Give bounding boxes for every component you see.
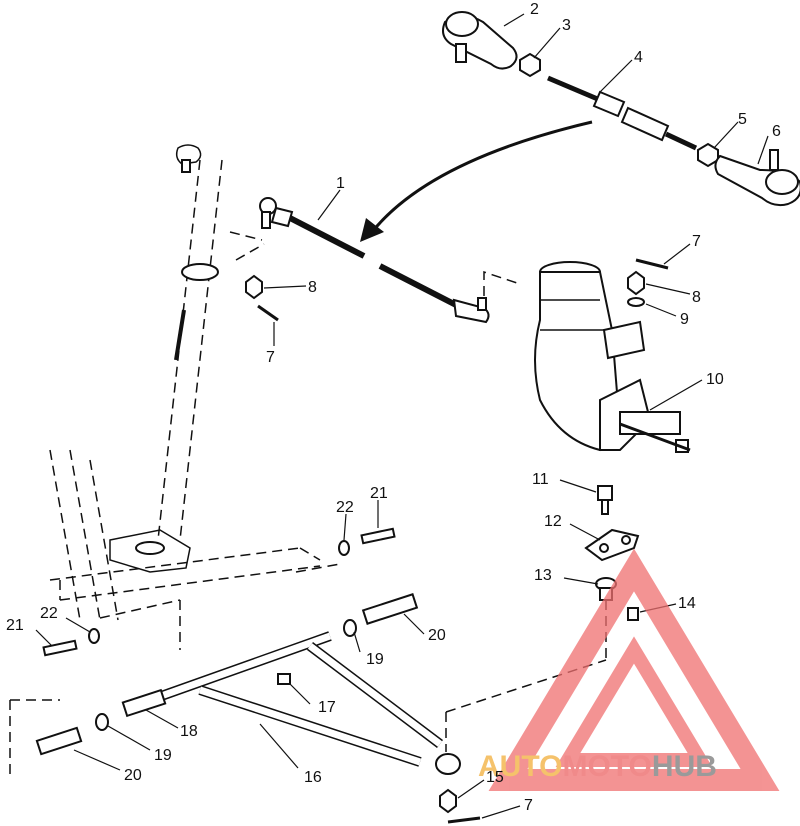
callout-13: 13 xyxy=(534,567,552,584)
washer-upper xyxy=(627,297,645,307)
steering-spindle xyxy=(534,261,691,453)
callout-5: 5 xyxy=(738,111,747,128)
callout-2: 2 xyxy=(530,1,539,18)
callout-7-left: 7 xyxy=(266,349,275,366)
callout-6: 6 xyxy=(772,123,781,140)
tie-rod-upper xyxy=(547,75,698,151)
callout-12: 12 xyxy=(544,513,562,530)
watermark-logo-icon xyxy=(488,548,780,791)
callout-21-right: 21 xyxy=(370,485,388,502)
callout-7-upper: 7 xyxy=(692,233,701,250)
bolt-11 xyxy=(597,485,613,515)
cotter-pin-upper xyxy=(635,258,669,270)
callout-20-upper: 20 xyxy=(428,627,446,644)
castle-nut-left xyxy=(245,274,263,300)
callout-11: 11 xyxy=(532,471,549,488)
callout-4: 4 xyxy=(634,49,643,66)
callout-19-lower: 19 xyxy=(154,747,172,764)
bushing-18 xyxy=(121,688,167,718)
tie-rod-end-left xyxy=(442,11,518,70)
callout-1: 1 xyxy=(336,175,345,192)
cotter-pin-left xyxy=(257,304,279,322)
grease-fitting xyxy=(277,673,291,685)
callout-19-upper: 19 xyxy=(366,651,384,668)
tie-rod-end-right xyxy=(714,149,800,207)
washers-22 xyxy=(88,540,350,644)
bracket-plate xyxy=(584,528,640,562)
a-arm xyxy=(148,631,461,775)
tie-rod-assembled xyxy=(259,197,521,324)
bolt-14 xyxy=(627,607,639,621)
callout-8-left: 8 xyxy=(308,279,317,296)
callout-8-upper: 8 xyxy=(692,289,701,306)
callout-17: 17 xyxy=(318,699,336,716)
callout-21-left: 21 xyxy=(6,617,24,634)
callout-10: 10 xyxy=(706,371,724,388)
callout-18: 18 xyxy=(180,723,198,740)
assembly-arrow xyxy=(360,120,593,242)
frame-left xyxy=(9,449,341,780)
leader-lines xyxy=(35,13,769,819)
jam-nut-upper-left xyxy=(519,52,541,78)
bolts-21 xyxy=(42,527,396,657)
callout-15: 15 xyxy=(486,769,504,786)
castle-nut-upper xyxy=(627,270,645,296)
watermark-text: AUTOMOTOHUB xyxy=(478,750,717,783)
callout-labels: 2 3 4 5 6 1 7 8 9 10 11 12 13 14 15 7 8 … xyxy=(6,1,781,814)
washers-19 xyxy=(95,619,357,731)
callout-20-lower: 20 xyxy=(124,767,142,784)
callout-7-lower: 7 xyxy=(524,797,533,814)
steering-column xyxy=(157,144,265,541)
nut-15 xyxy=(439,788,457,814)
cotter-pin-lower xyxy=(447,816,481,824)
callout-22-left: 22 xyxy=(40,605,58,622)
bushings-20 xyxy=(35,593,419,756)
callout-3: 3 xyxy=(562,17,571,34)
callout-16: 16 xyxy=(304,769,322,786)
callout-9: 9 xyxy=(680,311,689,328)
callout-22-right: 22 xyxy=(336,499,354,516)
callout-14: 14 xyxy=(678,595,696,612)
